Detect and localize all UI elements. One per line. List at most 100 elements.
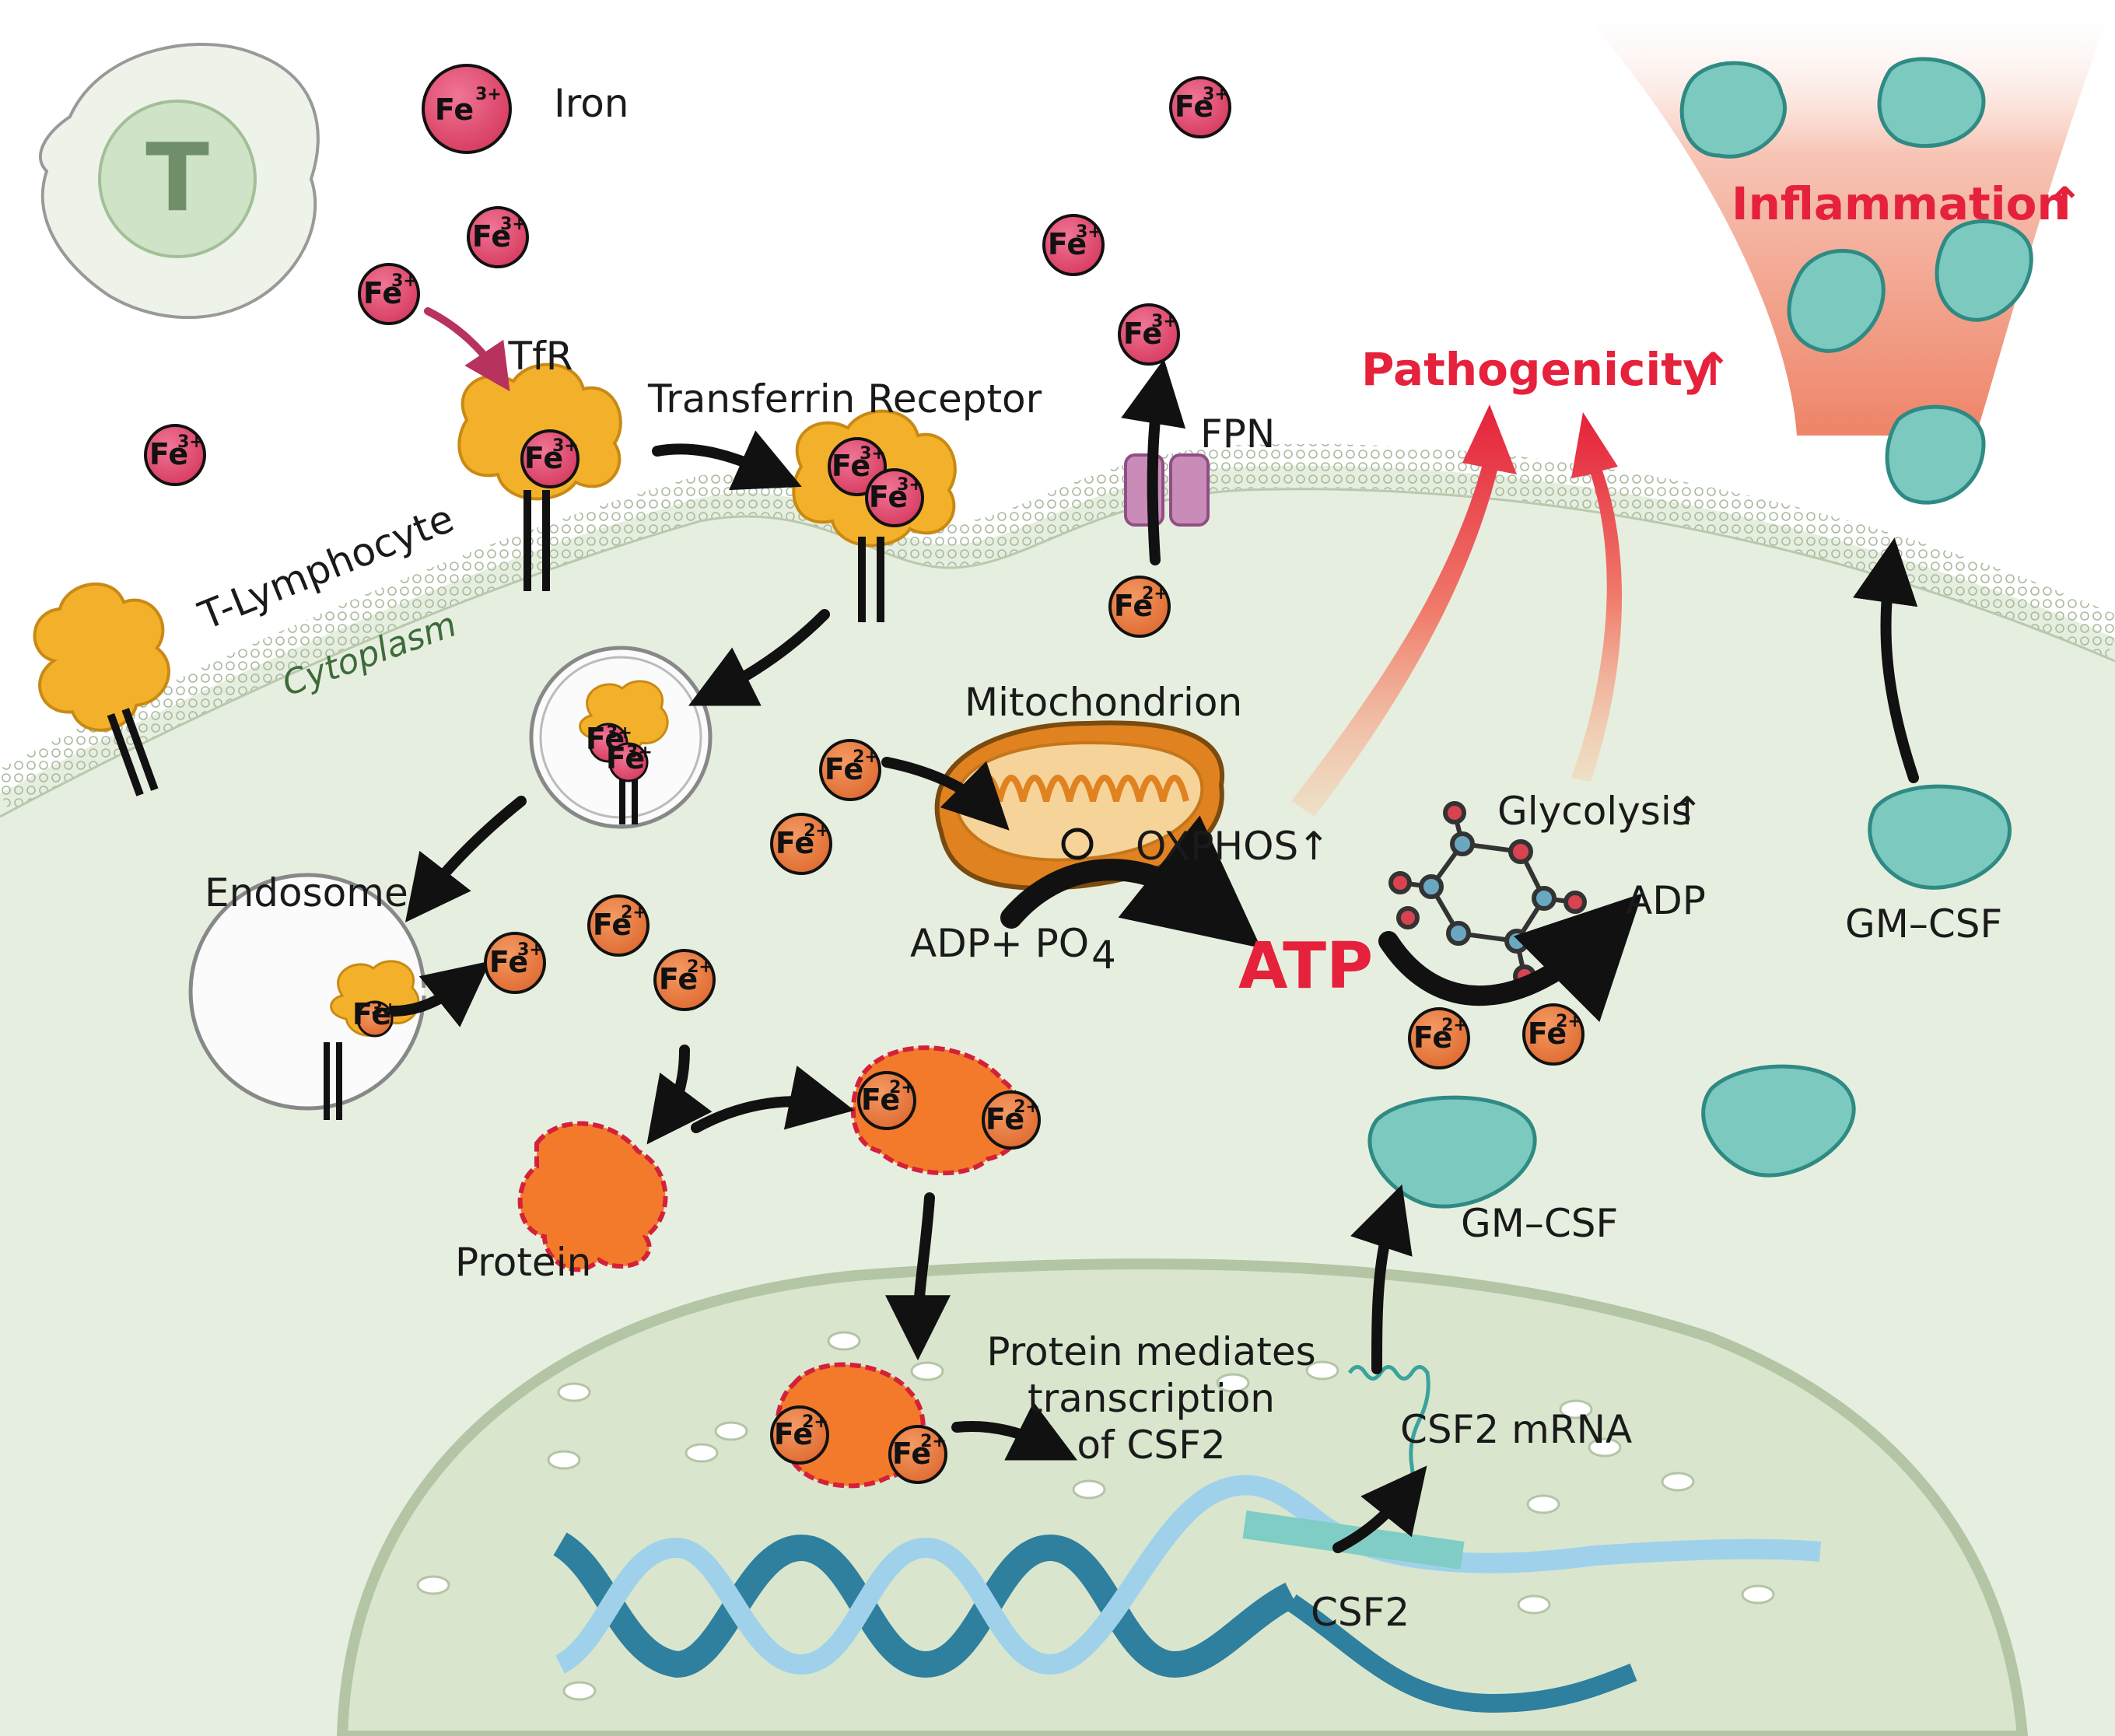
nucleus — [336, 1258, 2029, 1736]
svg-text:Fe: Fe — [869, 480, 908, 514]
svg-text:3+: 3+ — [391, 271, 418, 291]
label-glycolysis: Glycolysis — [1497, 789, 1692, 834]
label-adp: ADP — [1626, 878, 1706, 923]
svg-text:2+: 2+ — [1142, 584, 1168, 604]
svg-text:Fe: Fe — [825, 752, 863, 786]
svg-text:Fe: Fe — [892, 1437, 931, 1471]
label-tfr: TfR — [508, 334, 573, 379]
svg-text:Fe: Fe — [489, 945, 528, 979]
svg-text:2+: 2+ — [802, 1412, 828, 1432]
fe3-ion-endosome: Fe 3+ — [352, 997, 397, 1038]
svg-text:2+: 2+ — [804, 821, 830, 841]
fe2-ion: Fe 2+ — [770, 813, 832, 875]
svg-text:Fe: Fe — [1175, 89, 1213, 124]
fe3-ion-released: Fe 3+ — [484, 932, 546, 994]
svg-text:3+: 3+ — [1076, 222, 1102, 242]
svg-text:Fe: Fe — [774, 1417, 813, 1451]
label-csf2-mrna: CSF2 mRNA — [1400, 1407, 1632, 1452]
glycolysis-pathogenicity-arrow — [1571, 412, 1623, 782]
label-protein-mediates-line2: transcription — [1028, 1376, 1275, 1421]
cell-membrane — [0, 443, 2115, 813]
fe2-ion-nuclear: Fe 2+ — [770, 1405, 829, 1465]
svg-text:3+: 3+ — [500, 215, 527, 234]
svg-text:Fe: Fe — [149, 437, 188, 471]
label-protein: Protein — [455, 1240, 591, 1285]
fe2-ion: Fe 2+ — [1108, 576, 1171, 638]
glycolysis-up-arrow: ↑ — [1671, 789, 1704, 834]
fe2-ion: Fe 2+ — [653, 949, 716, 1011]
svg-text:3+: 3+ — [475, 85, 502, 104]
fe2-ion: Fe 2+ — [1408, 1007, 1470, 1069]
svg-text:Fe: Fe — [1413, 1020, 1452, 1055]
gmcsf-proteins — [1367, 57, 2033, 1209]
label-protein-mediates-line1: Protein mediates — [986, 1329, 1315, 1374]
fe3-ion-bound: Fe 3+ — [865, 468, 924, 527]
fe2-ion: Fe 2+ — [1522, 1003, 1584, 1066]
label-oxphos-group: OXPHOS ↑ — [1136, 824, 1330, 869]
label-csf2: CSF2 — [1311, 1590, 1409, 1635]
fe3-ion: Fe 3+ — [1169, 76, 1231, 138]
svg-text:3+: 3+ — [371, 999, 397, 1019]
transferrin-receptor-left — [33, 582, 170, 796]
svg-text:2+: 2+ — [1014, 1097, 1040, 1117]
svg-text:Fe: Fe — [1528, 1017, 1567, 1051]
label-fpn: FPN — [1200, 411, 1275, 457]
svg-text:Fe: Fe — [352, 997, 391, 1031]
label-adp-po4: ADP+ PO — [910, 921, 1089, 966]
label-oxphos: OXPHOS — [1136, 824, 1298, 869]
svg-text:Fe: Fe — [363, 276, 402, 310]
label-atp: ATP — [1238, 929, 1373, 1003]
svg-text:2+: 2+ — [621, 903, 647, 922]
label-protein-mediates-line3: of CSF2 — [1077, 1423, 1225, 1468]
label-glycolysis-group: Glycolysis ↑ — [1497, 789, 1704, 834]
svg-text:2+: 2+ — [920, 1432, 947, 1451]
fe2-ion-protein: Fe 2+ — [857, 1071, 916, 1130]
nuclear-pores — [416, 1331, 1775, 1701]
fe-entry-arrow — [424, 307, 510, 392]
label-transferrin-receptor: Transferrin Receptor — [647, 376, 1042, 422]
svg-text:2+: 2+ — [853, 747, 879, 767]
fe2-ion-protein: Fe 2+ — [982, 1090, 1041, 1150]
label-mitochondrion: Mitochondrion — [965, 680, 1242, 725]
svg-text:3+: 3+ — [552, 436, 579, 456]
svg-text:2+: 2+ — [687, 957, 713, 977]
svg-text:Fe: Fe — [435, 93, 474, 127]
svg-text:Fe: Fe — [832, 449, 870, 483]
label-protein-mediates-group: Protein mediates transcription of CSF2 — [986, 1329, 1315, 1468]
inflammation-up-arrow: ↑ — [2046, 177, 2084, 230]
fe2-ion-nuclear: Fe 2+ — [888, 1425, 947, 1484]
label-gmcsf-right: GM–CSF — [1845, 901, 2002, 947]
protein-blob — [517, 1121, 668, 1272]
svg-text:3+: 3+ — [177, 432, 204, 452]
label-pathogenicity-group: Pathogenicity ↑ — [1361, 343, 1732, 396]
svg-text:Fe: Fe — [776, 826, 814, 860]
pathogenicity-up-arrow: ↑ — [1694, 343, 1732, 396]
fe3-ion-endosome: Fe 3+ — [606, 741, 653, 782]
fe3-ion: Fe 3+ — [422, 64, 512, 154]
fe3-ion: Fe 3+ — [1118, 303, 1180, 366]
flow-arrows — [387, 359, 1919, 1553]
oxphos-up-arrow: ↑ — [1297, 824, 1330, 869]
label-pathogenicity: Pathogenicity — [1361, 343, 1712, 396]
endosome-lower — [188, 873, 426, 1120]
svg-text:Fe: Fe — [986, 1102, 1024, 1136]
svg-text:3+: 3+ — [897, 475, 923, 495]
svg-text:Fe: Fe — [593, 908, 632, 942]
t-cell-icon: T — [38, 43, 320, 320]
svg-text:Fe: Fe — [659, 962, 698, 996]
fe3-ion: Fe 3+ — [1042, 214, 1105, 276]
label-iron: Iron — [554, 81, 629, 126]
label-inflammation: Inflammation — [1732, 177, 2069, 230]
label-po4-subscript: 4 — [1091, 933, 1116, 978]
fe3-ion: Fe 3+ — [467, 206, 529, 268]
fe3-ion: Fe 3+ — [358, 263, 420, 325]
svg-text:3+: 3+ — [606, 723, 632, 743]
svg-text:Fe: Fe — [606, 741, 645, 775]
dna-double-helix — [552, 1475, 1822, 1713]
t-cell-letter: T — [145, 124, 209, 233]
cell-membrane-edge — [0, 488, 2115, 818]
svg-text:Fe: Fe — [472, 219, 511, 254]
svg-text:Fe: Fe — [1048, 227, 1087, 261]
svg-text:Fe: Fe — [524, 441, 563, 475]
